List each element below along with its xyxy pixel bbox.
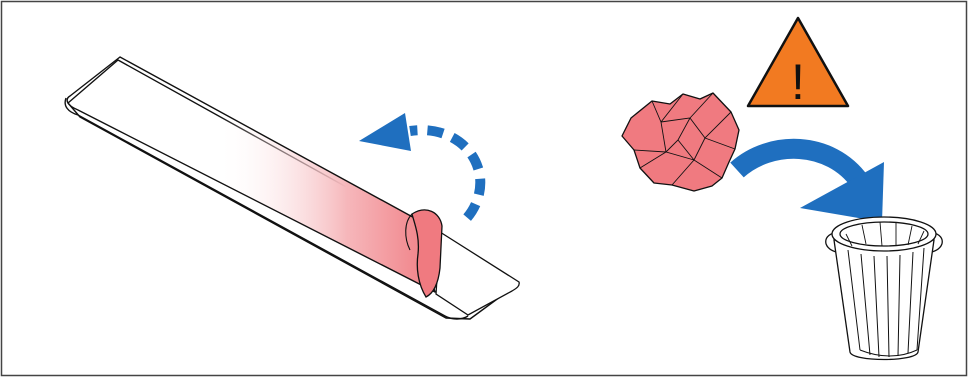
warning-glyph: !: [791, 54, 805, 110]
curved-arrow-icon: [359, 113, 486, 226]
peeling-film-icon: [405, 209, 520, 316]
warning-icon: !: [746, 16, 850, 110]
trash-can-icon: [825, 216, 943, 361]
discard-arrow-icon: [730, 138, 884, 222]
crumpled-film-icon: [621, 92, 740, 192]
